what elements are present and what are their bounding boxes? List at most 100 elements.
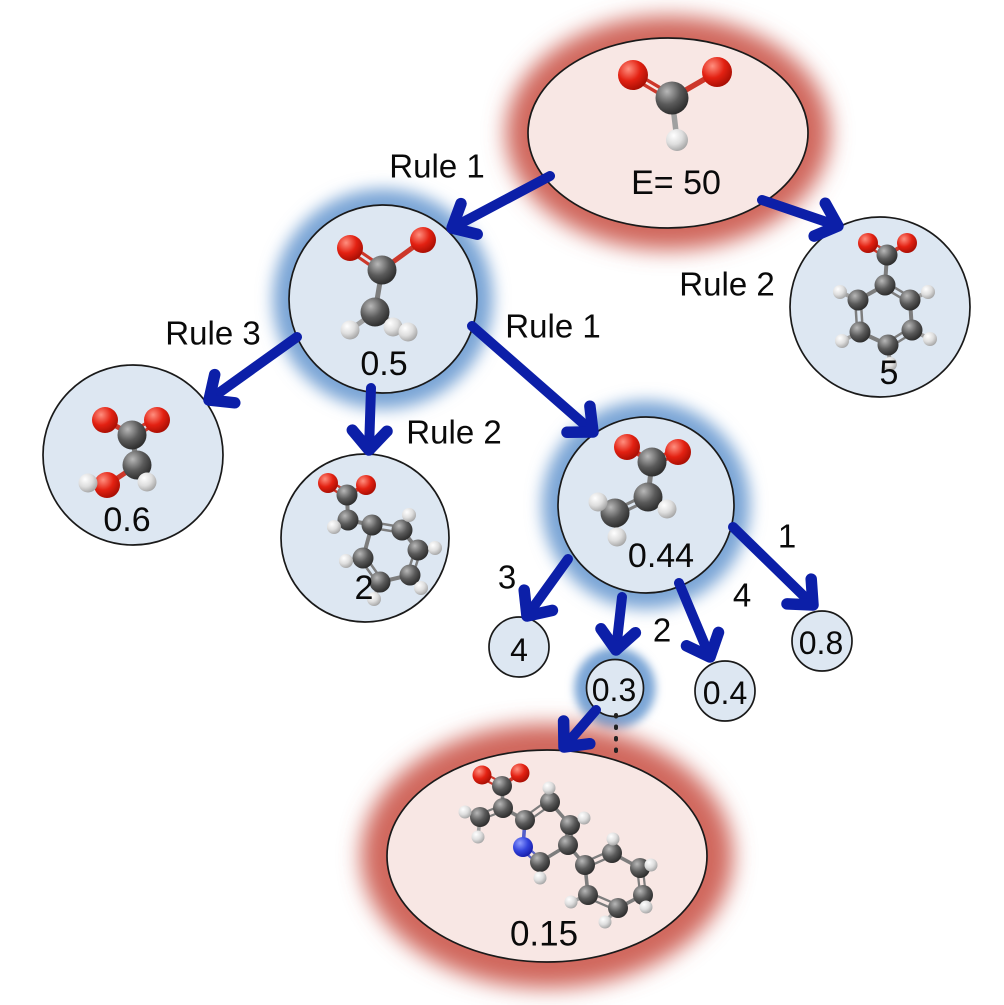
atom-H [137,472,157,492]
arrowhead-icon [595,623,642,656]
atom-C [602,843,622,863]
atom-C [391,519,413,541]
atom-H [367,592,381,606]
arrowhead-icon [346,424,393,456]
atom-O [510,763,530,783]
atom-C [560,815,580,835]
arrowhead-icon [808,197,844,242]
atom-O [410,227,436,253]
edge-n044-n08 [728,522,819,611]
edge-shaft [674,578,710,651]
edge-n044-n4 [518,554,573,622]
node-label-n5: 5 [880,354,899,392]
node-n5 [789,216,971,398]
atom-H [78,473,98,493]
atom-O [614,434,640,460]
molecule-carboxyl_root [618,57,732,151]
atom-C [492,776,512,796]
node-n04 [694,660,756,722]
atom-O [94,472,120,498]
molecule-glycolate [78,407,170,498]
atom-H [923,332,937,346]
atom-H [340,320,360,340]
atom-O [665,439,691,465]
atom-C [600,498,630,528]
node-label-n04: 0.4 [703,675,747,711]
edge-n044-n03 [595,592,642,656]
node-label-n08: 0.8 [799,625,843,661]
atom-C [337,509,359,531]
node-label-n4: 4 [510,632,528,668]
atom-C [849,321,871,343]
edge-n044-n04 [674,578,725,663]
atom-H [833,285,847,299]
atom-H [458,805,472,819]
atom-O [337,235,363,261]
atom-H [883,357,897,371]
arrowhead-icon [446,197,483,240]
molecule-pyridine_phenyl [458,763,658,929]
atom-H [402,508,416,522]
atom-C [369,571,391,593]
atom-H [428,541,442,555]
atom-C [578,885,598,905]
atom-H [588,492,608,512]
atom-O [897,233,917,253]
edge-label-root-n05: Rule 1 [389,148,484,185]
atom-C [655,81,689,115]
edge-n03-leaf [557,705,601,753]
atom-H [339,554,353,568]
node-label-root: E= 50 [631,164,721,202]
edge-shaft [567,705,601,743]
arrowhead-icon [680,626,725,663]
edge-label-n05-n044: Rule 1 [505,308,600,345]
atom-O [858,233,878,253]
atom-C [637,447,667,477]
atom-C [122,450,152,480]
edge-shaft [612,592,627,643]
layer-edge [203,171,844,758]
molecule-benzoate [833,233,937,371]
edge-shaft [214,332,302,398]
node-n08 [791,610,853,672]
node-label-n03: 0.3 [592,672,636,708]
atom-C [407,539,429,561]
atom-H [607,527,627,547]
atom-C [399,564,421,586]
atom-C [558,835,578,855]
node-root [527,37,809,229]
atom-H [606,832,620,846]
atom-H [577,811,591,825]
atom-C [367,255,397,285]
arrowhead-icon [561,400,599,439]
atom-O [318,473,338,493]
atom-C [608,898,628,918]
atom-H [657,499,677,519]
atom-C [901,319,923,341]
atom-C [847,289,869,311]
atom-O [92,407,118,433]
atom-C [470,807,490,827]
atom-O [356,475,376,495]
atom-C [877,334,899,356]
atom-N [513,837,533,857]
atom-H [398,322,418,342]
atom-H [327,520,341,534]
edge-label-n044-n08: 1 [778,518,796,555]
layer-mol [78,57,937,929]
atom-H [598,915,612,929]
atom-C [899,289,921,311]
edge-label-n044-n4: 3 [498,559,516,596]
arrowhead-icon [203,368,241,409]
atom-H [383,317,403,337]
molecule-phenylacrylate [318,473,442,606]
molecule-acetate [337,227,436,342]
atom-C [352,547,374,569]
atom-C [493,798,513,818]
edge-label-n05-n06: Rule 3 [165,315,260,352]
atom-O [472,765,492,785]
edge-label-root-n5: Rule 2 [679,266,774,303]
